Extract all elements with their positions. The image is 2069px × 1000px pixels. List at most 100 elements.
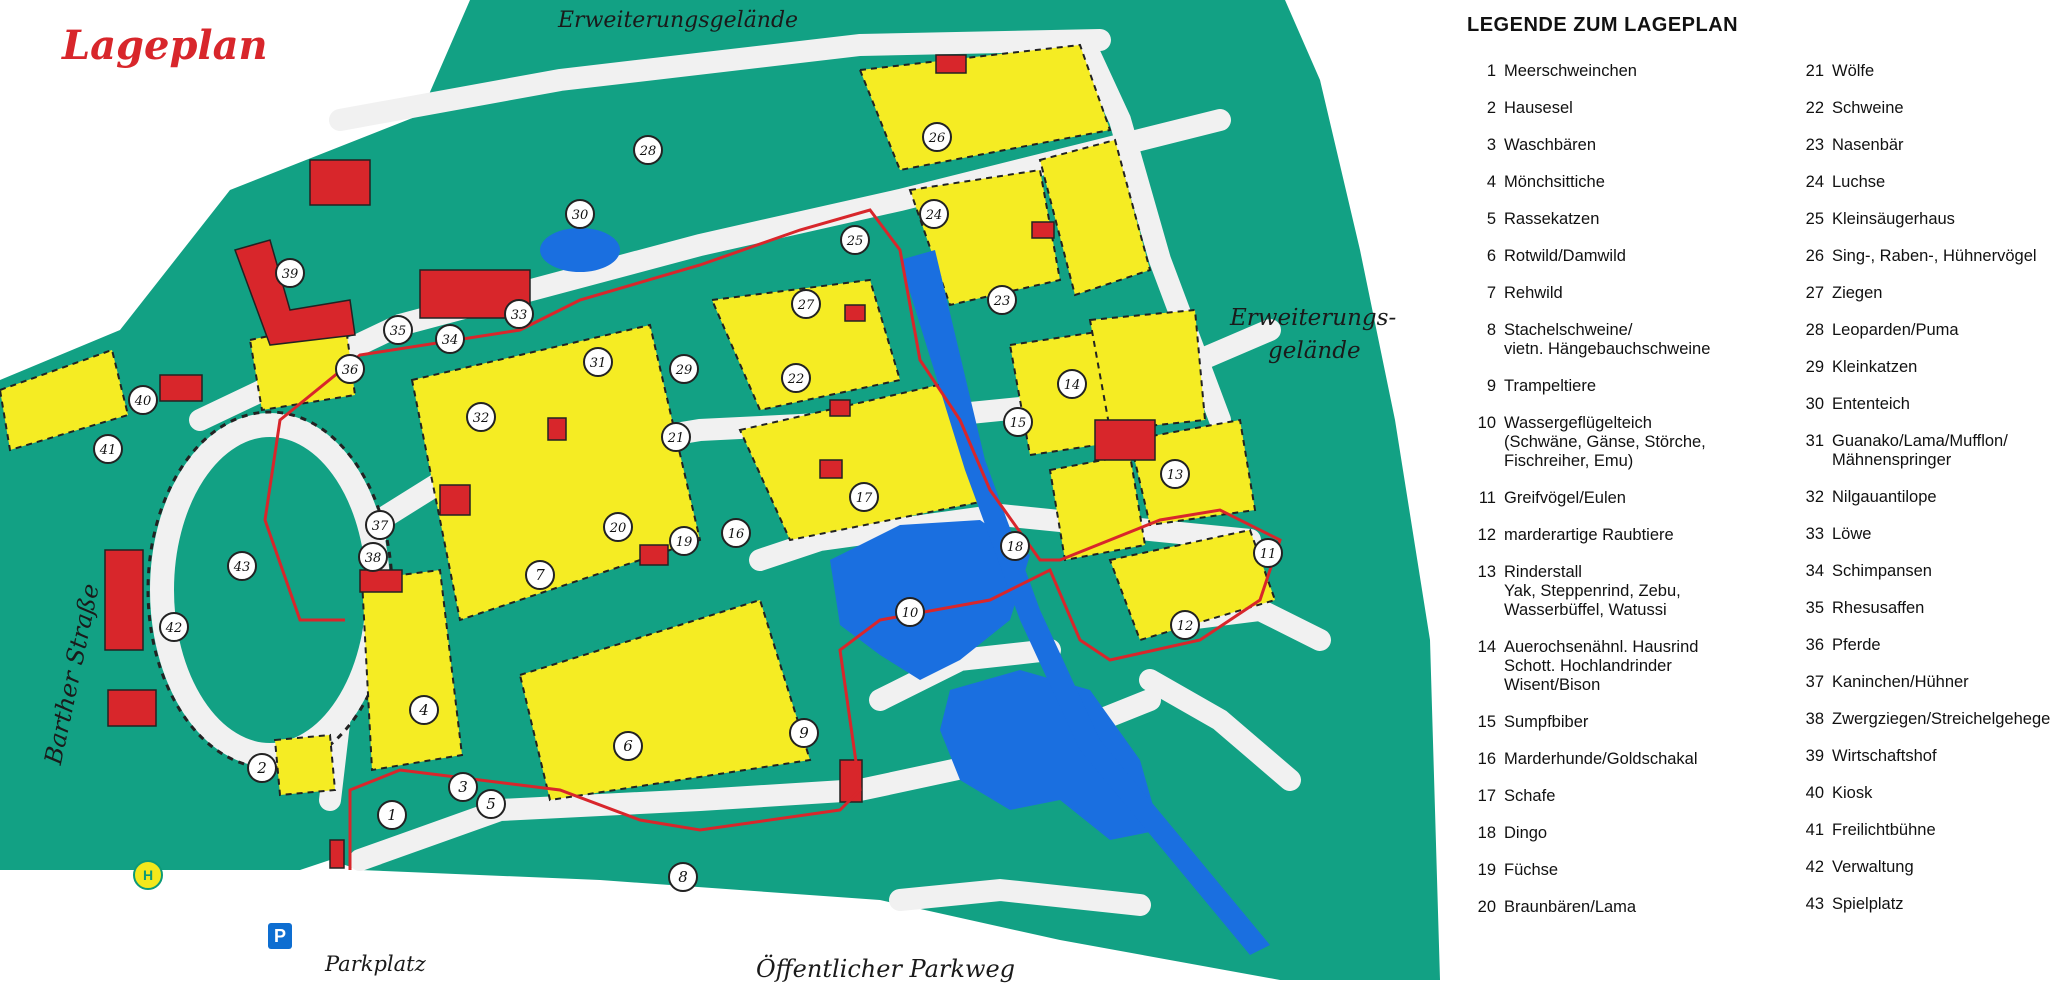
marker-circle [358, 542, 388, 572]
marker-number: 9 [799, 724, 809, 742]
marker-number: 20 [609, 521, 627, 536]
legend-item-number: 7 [1486, 284, 1496, 302]
legend-item-number: 14 [1477, 638, 1496, 656]
legend-item-text: Schafe [1504, 787, 1556, 805]
marker-number: 3 [458, 778, 468, 796]
legend-item-text: Stachelschweine/ vietn. Hängebauchschwei… [1504, 321, 1711, 358]
marker-number: 14 [1064, 378, 1081, 393]
legend-item-number: 31 [1805, 432, 1824, 450]
label-parking: Parkplatz [325, 952, 426, 976]
legend-item-text: Spielplatz [1832, 895, 1904, 913]
marker-13: 13 [1160, 459, 1190, 489]
legend-item-text: Sing-, Raben-, Hühnervögel [1832, 247, 2037, 265]
legend-item-text: Nilgauantilope [1832, 488, 1937, 506]
marker-number: 37 [372, 519, 389, 534]
marker-number: 13 [1167, 468, 1184, 483]
marker-number: 26 [928, 131, 946, 146]
legend-item-number: 18 [1477, 824, 1496, 842]
label-right-extension-2: gelände [1268, 338, 1361, 364]
marker-34: 34 [435, 324, 465, 354]
legend-item-number: 9 [1486, 377, 1496, 395]
marker-circle [661, 422, 691, 452]
marker-20: 20 [603, 512, 633, 542]
marker-31: 31 [583, 347, 613, 377]
marker-number: 38 [365, 551, 382, 566]
marker-number: 24 [925, 208, 943, 223]
marker-number: 8 [678, 868, 688, 886]
legend-item-number: 35 [1805, 599, 1824, 617]
marker-number: 36 [342, 363, 359, 378]
legend-item-text: Kaninchen/Hühner [1832, 673, 1969, 691]
marker-circle [849, 482, 879, 512]
marker-circle [466, 402, 496, 432]
stream [900, 250, 1270, 955]
marker-4: 4 [409, 695, 439, 725]
map-title: Lageplan [62, 22, 268, 69]
marker-circle [791, 289, 821, 319]
marker-number: 22 [787, 372, 805, 387]
marker-number: 32 [473, 411, 490, 426]
legend-item-text: marderartige Raubtiere [1504, 526, 1674, 544]
marker-circle [476, 789, 506, 819]
legend-item-number: 37 [1805, 673, 1824, 691]
legend-item-text: Greifvögel/Eulen [1504, 489, 1626, 507]
legend-item-text: Rotwild/Damwild [1504, 247, 1626, 265]
marker-number: 25 [846, 234, 864, 249]
marker-circle [721, 518, 751, 548]
legend-item-text: Mönchsittiche [1504, 173, 1605, 191]
marker-number: 18 [1007, 540, 1024, 555]
legend-item-text: Pferde [1832, 636, 1881, 654]
marker-number: 35 [390, 324, 407, 339]
legend-item-text: Rassekatzen [1504, 210, 1600, 228]
marker-circle [919, 199, 949, 229]
marker-40: 40 [128, 385, 158, 415]
marker-circle [1160, 459, 1190, 489]
marker-15: 15 [1003, 407, 1033, 437]
marker-36: 36 [335, 354, 365, 384]
marker-32: 32 [466, 402, 496, 432]
marker-38: 38 [358, 542, 388, 572]
marker-circle [227, 551, 257, 581]
legend-item-number: 6 [1486, 247, 1496, 265]
marker-26: 26 [922, 122, 952, 152]
legend-item: 6 Rotwild/Damwild [1460, 247, 1780, 266]
marker-30: 30 [565, 199, 595, 229]
legend-item-text: Schimpansen [1832, 562, 1932, 580]
marker-12: 12 [1170, 610, 1200, 640]
marker-9: 9 [789, 718, 819, 748]
marker-number: 43 [233, 560, 251, 575]
marker-circle [365, 510, 395, 540]
legend-item-text: Wirtschaftshof [1832, 747, 1937, 765]
marker-circle [159, 612, 189, 642]
legend-item-number: 11 [1478, 489, 1496, 507]
marker-circle [668, 862, 698, 892]
marker-circle [335, 354, 365, 384]
marker-number: 2 [256, 759, 267, 777]
parking-icon: P [268, 923, 292, 949]
marker-number: 23 [993, 294, 1011, 309]
marker-circle [789, 718, 819, 748]
legend-item-number: 20 [1477, 898, 1496, 916]
legend-item-number: 30 [1805, 395, 1824, 413]
marker-circle [525, 560, 555, 590]
marker-5: 5 [476, 789, 506, 819]
legend-item-number: 12 [1477, 526, 1496, 544]
legend-item-text: Kleinsäugerhaus [1832, 210, 1955, 228]
marker-number: 6 [623, 737, 633, 755]
marker-33: 33 [504, 299, 534, 329]
marker-14: 14 [1057, 369, 1087, 399]
